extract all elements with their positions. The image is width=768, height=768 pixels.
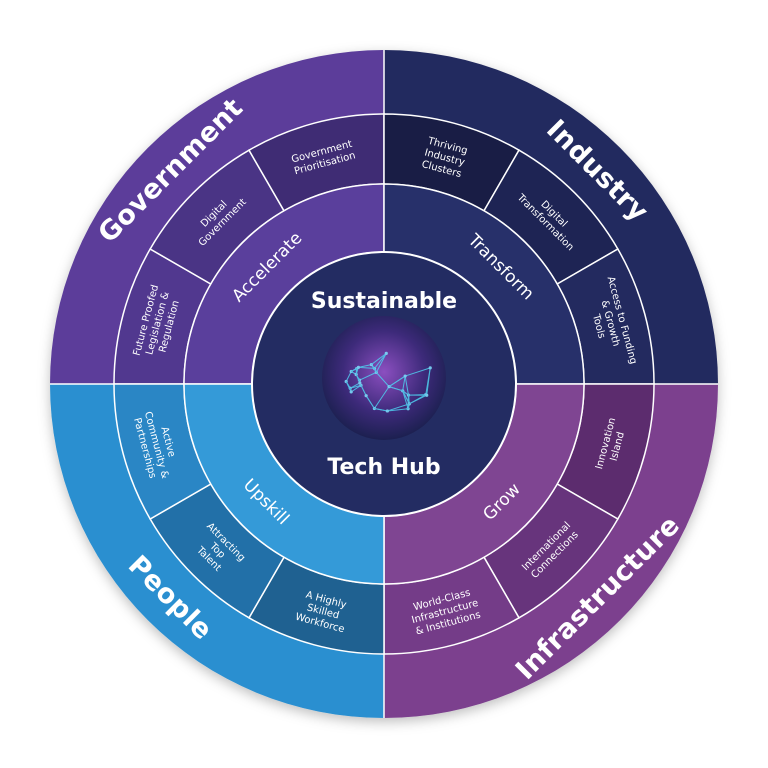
- center-title-top: Sustainable: [311, 289, 457, 314]
- pillar-ring: [183, 183, 585, 585]
- globe-network-icon: [322, 316, 446, 440]
- center-hub: Sustainable Tech Hub: [251, 251, 517, 517]
- center-title-bottom: Tech Hub: [327, 455, 440, 480]
